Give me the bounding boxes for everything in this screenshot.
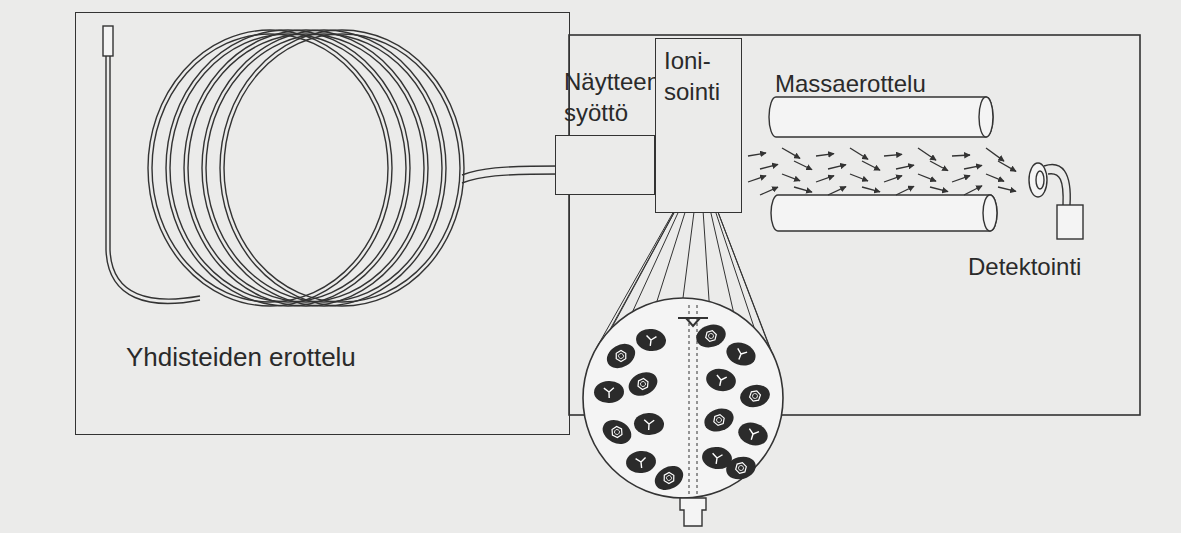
- nozzle: [680, 498, 706, 526]
- ion-beam: [748, 148, 1016, 195]
- orifice: [678, 318, 708, 326]
- spray-beam: [689, 305, 690, 496]
- quadrupole-rods: [769, 97, 997, 231]
- node-label: Ioni- sointi: [664, 45, 734, 107]
- magnified-view: [583, 298, 783, 498]
- capillary-column: [106, 30, 560, 306]
- detector: [1029, 163, 1083, 239]
- droplets: [594, 321, 772, 495]
- part-label: Detektointi: [968, 253, 1081, 282]
- part-label: Massaerottelu: [775, 70, 926, 99]
- column-inlet: [103, 26, 113, 56]
- ion-source-box: Ioni- sointi: [655, 38, 742, 213]
- injection-box: Näytteen syöttö: [555, 135, 655, 195]
- node-label: Yhdisteiden erottelu: [126, 341, 356, 375]
- separation-panel: Yhdisteiden erottelu: [75, 12, 570, 435]
